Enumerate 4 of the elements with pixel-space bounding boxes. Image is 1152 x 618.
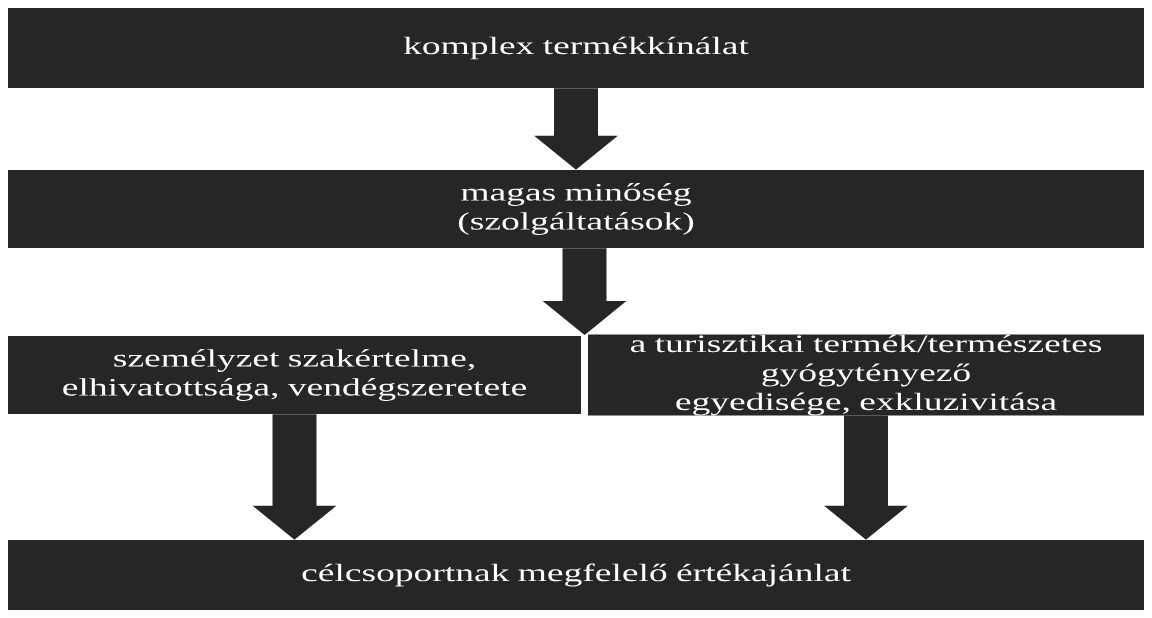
process-box: személyzet szakértelme, elhivatottsága, vendégszeretete xyxy=(8,336,581,414)
process-box: célcsoportnak megfelelő értékajánlat xyxy=(8,540,1144,610)
process-box: a turisztikai termék/természetes gyógytényező egyedisége, exkluzivitása xyxy=(588,334,1144,416)
process-box: komplex termékkínálat xyxy=(8,8,1144,88)
